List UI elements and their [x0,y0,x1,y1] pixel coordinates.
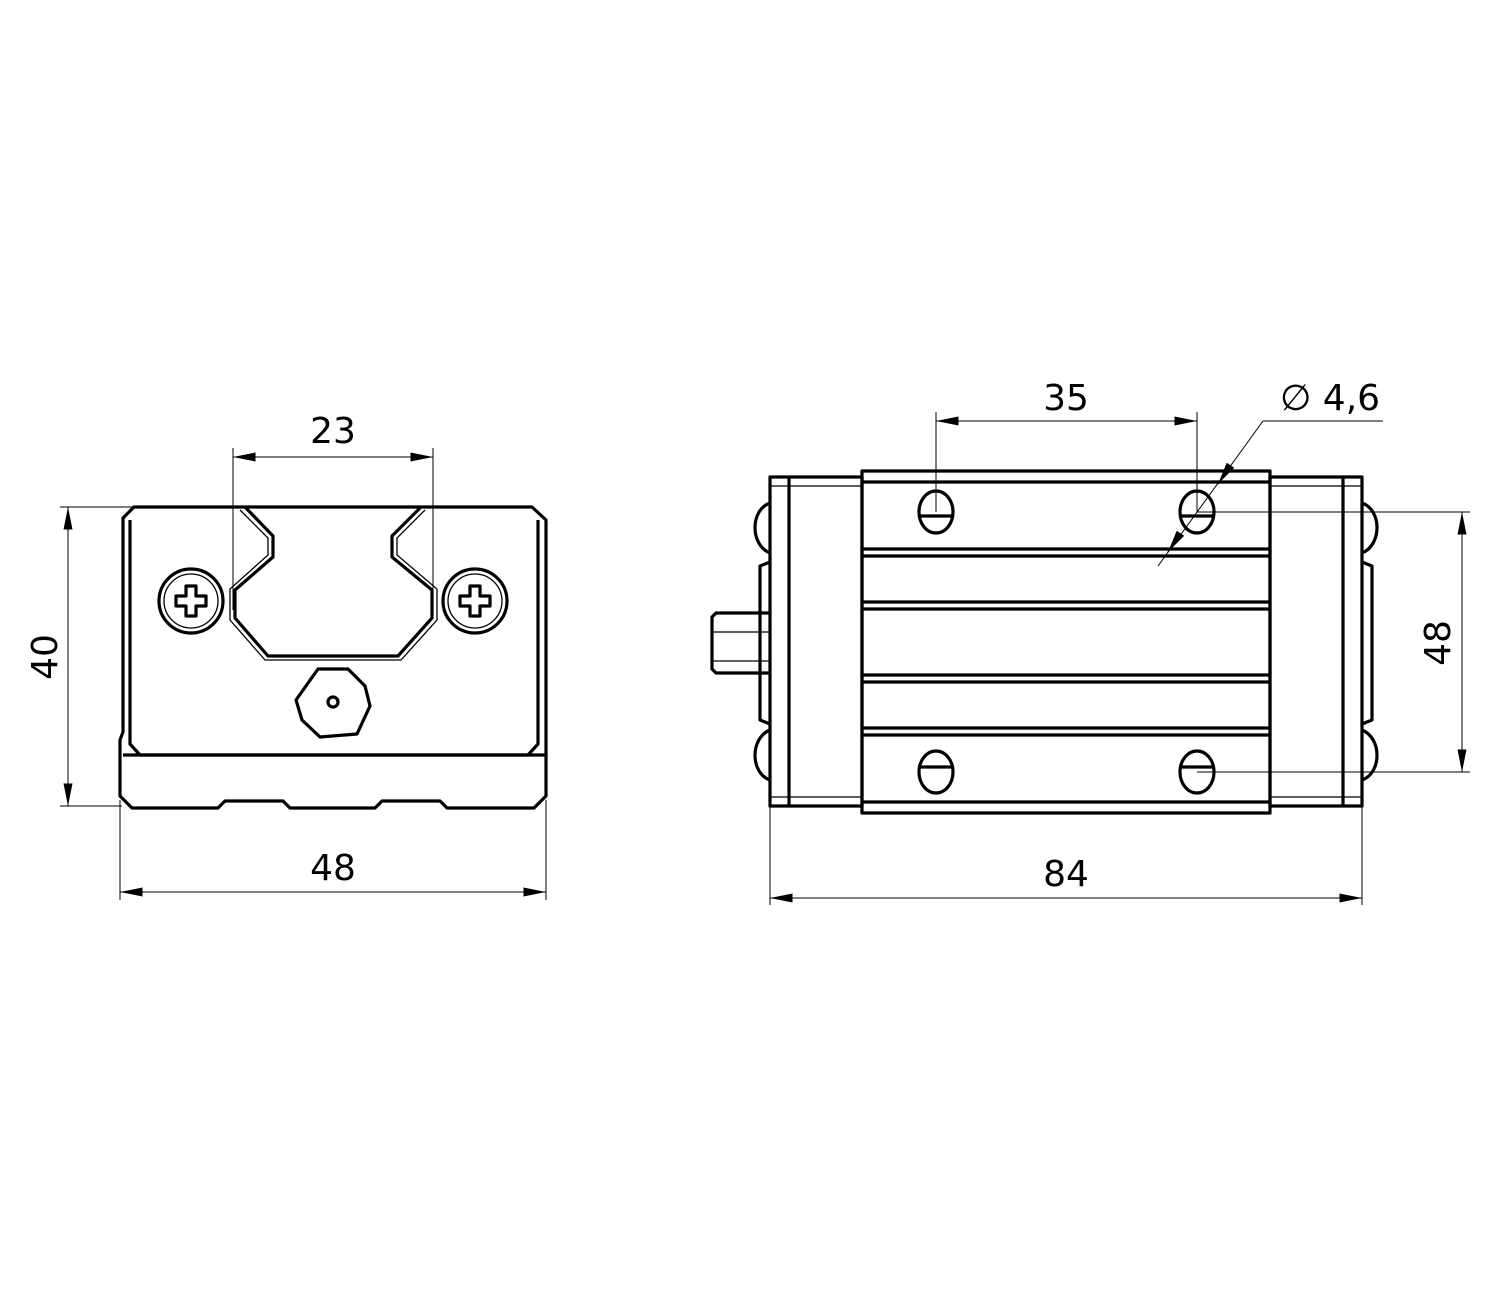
end-cap-left [753,475,864,808]
grease-nipple-side [710,611,770,675]
dimension-rail-width: 23 [232,411,434,610]
dim-label-48-side: 48 [1418,620,1459,666]
mounting-screw-bottom-left-icon [917,749,955,795]
front-view: 23 40 48 [25,411,548,900]
dim-label-40: 40 [25,634,66,680]
phillips-screw-left-icon [157,567,225,635]
grease-nipple-icon [294,667,372,739]
dimension-length: 84 [769,806,1363,905]
dim-label-35: 35 [1043,378,1089,419]
rail-slot [233,505,434,658]
dim-label-23: 23 [310,411,356,452]
phillips-screw-right-icon [441,567,509,635]
dimension-hole-diameter: ∅ 4,6 [1157,378,1383,567]
dim-label-48: 48 [310,848,356,889]
end-cap-right [1268,475,1379,808]
dimension-hole-spacing-y: 48 [1197,511,1470,773]
dim-label-84: 84 [1043,854,1089,895]
carriage-block [860,469,1272,815]
rail-slot-inner [229,509,438,661]
dimension-width: 48 [119,800,547,900]
carriage-outline [118,505,548,810]
top-plate-outline [128,520,540,757]
side-view: 35 ∅ 4,6 48 84 [710,378,1470,905]
dim-label-diameter: ∅ 4,6 [1280,378,1380,419]
dimension-hole-spacing-x: 35 [935,378,1198,512]
dimension-height: 40 [25,506,245,807]
